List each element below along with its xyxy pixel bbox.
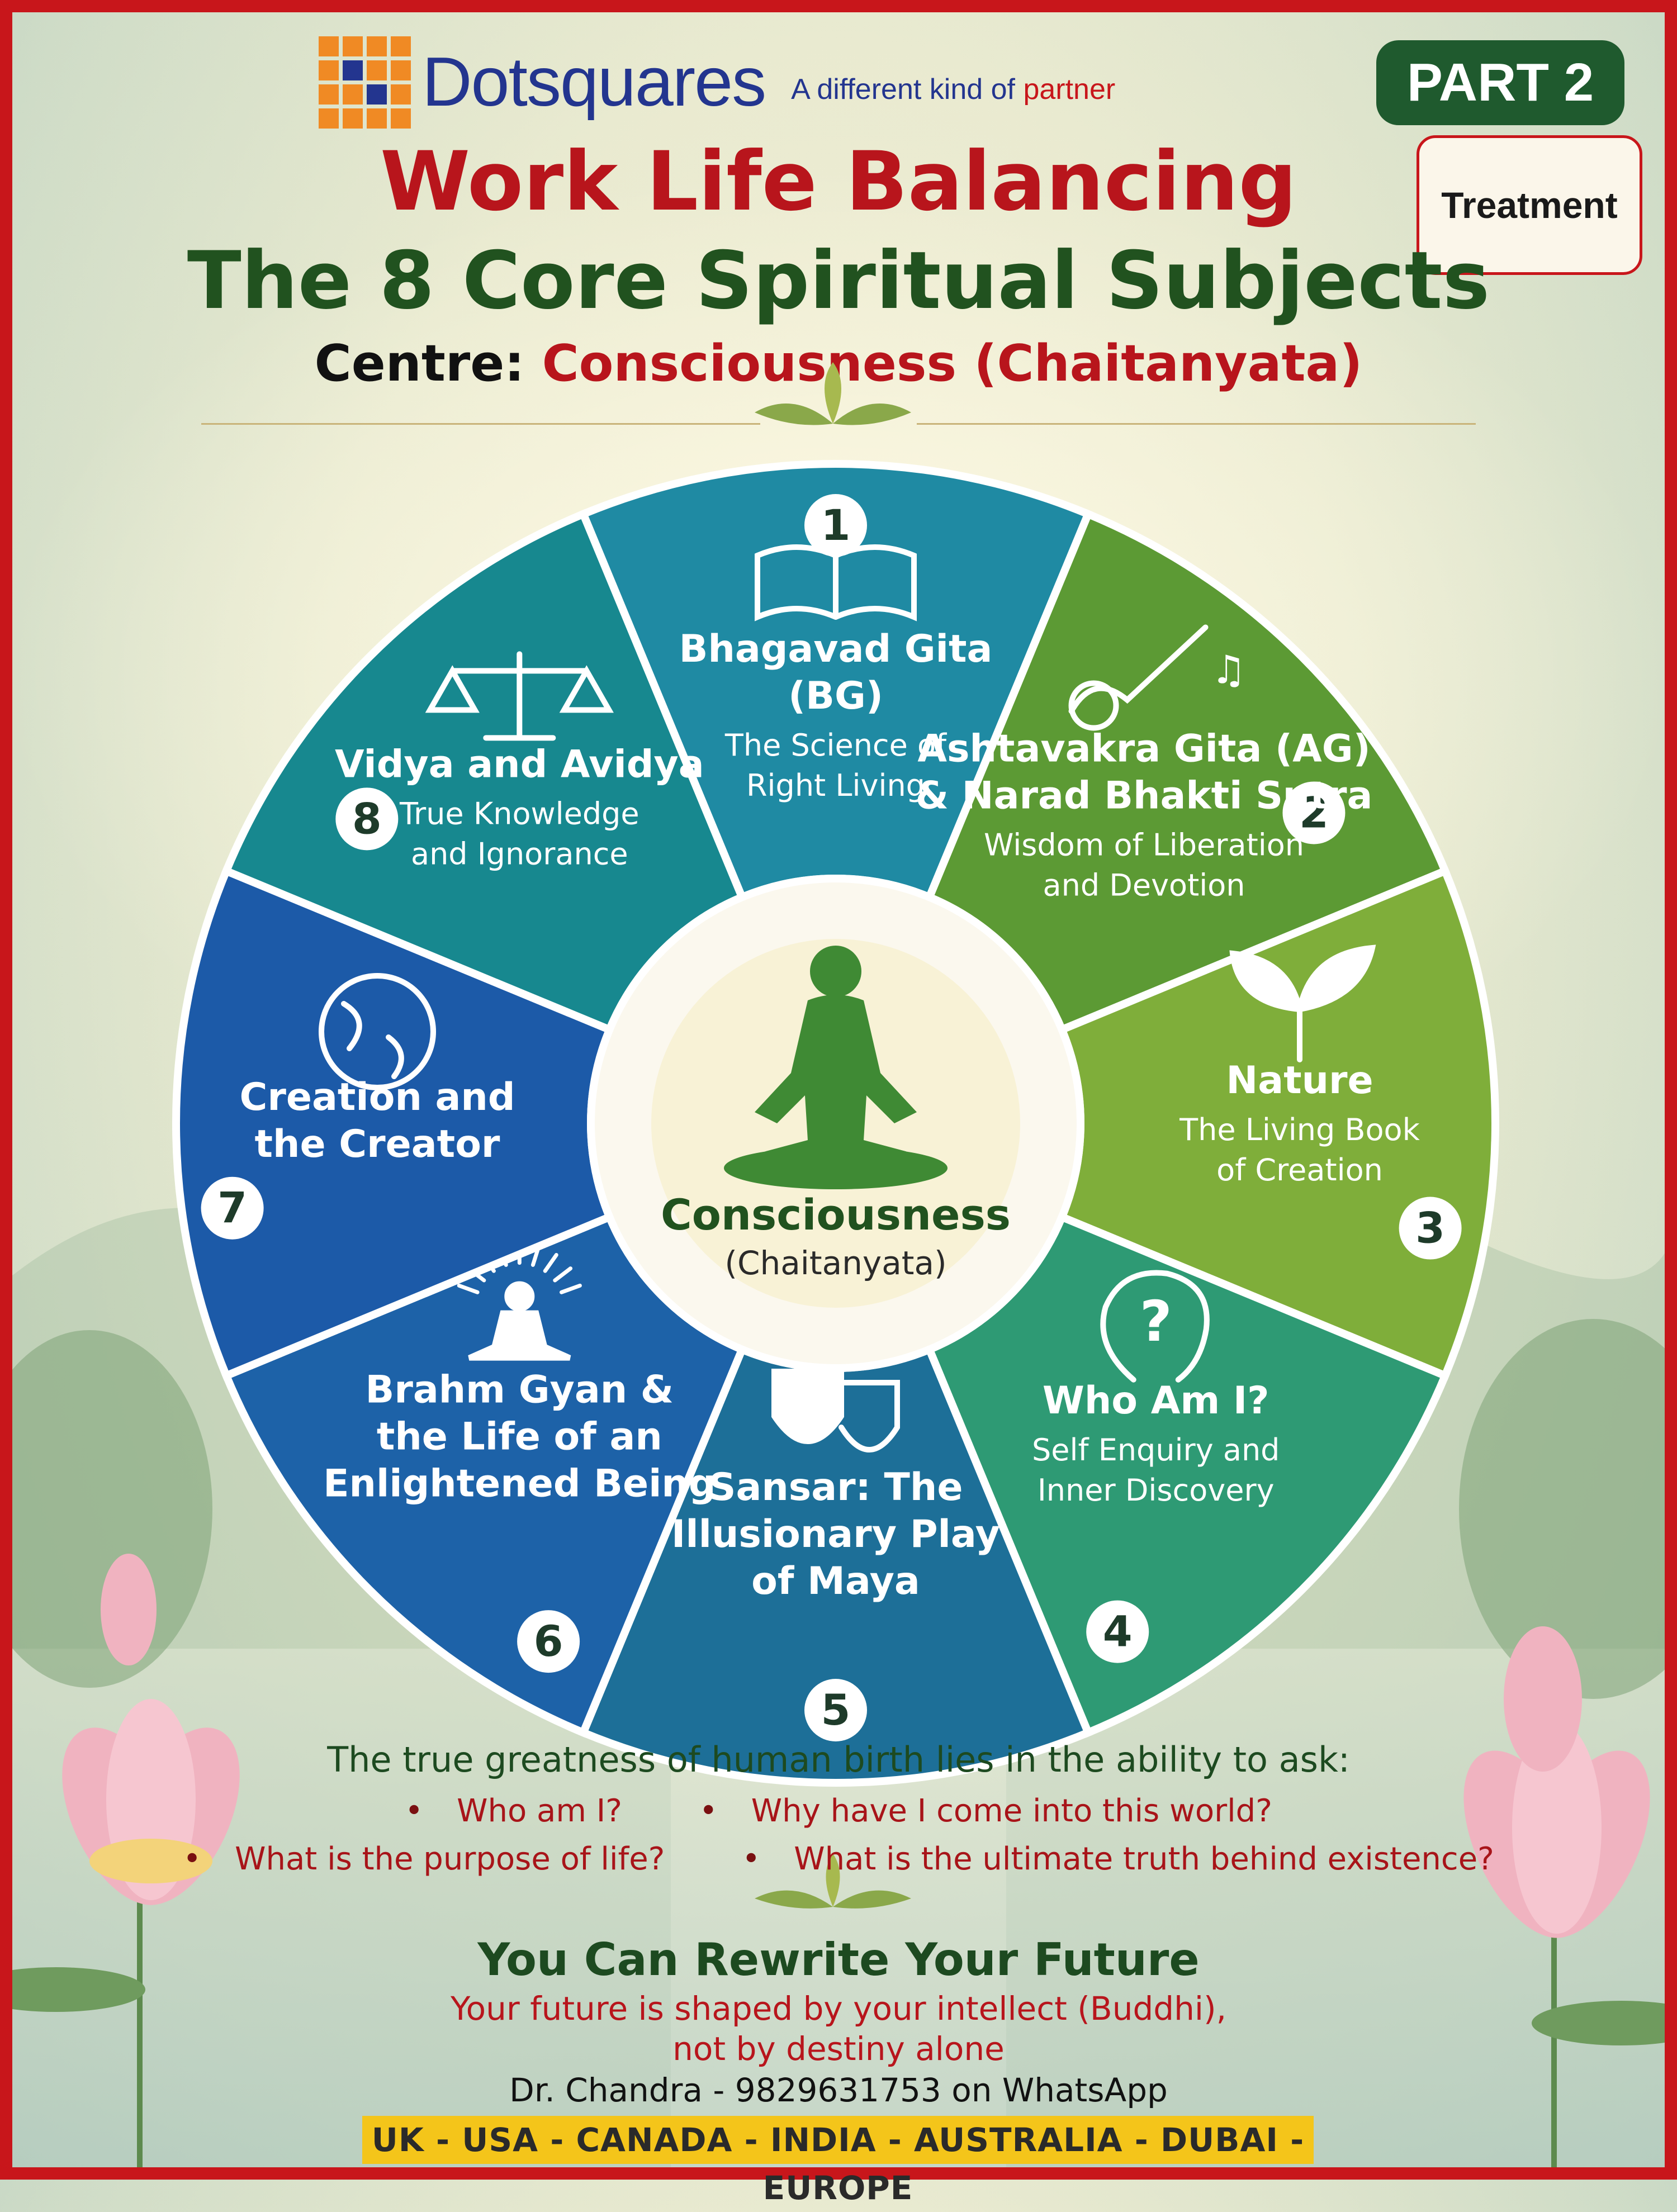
future-line-2: not by destiny alone [672,2030,1005,2068]
theatre-masks-icon [771,1369,900,1452]
countries-banner: UK - USA - CANADA - INDIA - AUSTRALIA - … [362,2116,1314,2207]
segment-desc-line: Wisdom of Liberation [984,827,1304,862]
segment-number-badge [335,787,399,851]
segment-title-line: the Life of an [377,1415,662,1459]
question-item: •Why have I come into this world? [699,1793,1272,1829]
segment-number-badge [201,1176,264,1240]
veena-music-icon: ♫ [1068,624,1247,731]
svg-text:?: ? [1140,1289,1172,1354]
segment-title-line: Nature [1226,1058,1373,1103]
contact-line: Dr. Chandra - 9829631753 on WhatsApp [509,2071,1168,2109]
centre-value: Consciousness (Chaitanyata) [542,334,1363,393]
segment-number-badge [1086,1600,1149,1663]
balance-scale-icon [425,651,614,741]
center-title: Consciousness [661,1190,1011,1240]
questions-row-2: •What is the purpose of life? •What is t… [0,1841,1677,1877]
segment-title-line: Bhagavad Gita [679,627,993,671]
sprout-icon [1229,944,1376,1062]
segment-number-badge [804,1679,867,1741]
segment-title-line: of Maya [751,1559,920,1603]
segment-desc-line: True Knowledge [399,796,639,831]
segment-number: 3 [1415,1203,1445,1253]
segment-number-badge [804,494,867,557]
segment-title-line: Vidya and Avidya [335,742,704,786]
segment-title-line: Enlightened Being [323,1462,716,1506]
questions-intro: The true greatness of human birth lies i… [327,1739,1350,1780]
segment-desc-line: Right Living [746,768,925,803]
segment-desc-line: The Living Book [1179,1112,1420,1147]
tagline-main: A different kind of [791,73,1015,106]
segment-desc-line: Self Enquiry and [1032,1432,1280,1468]
svg-text:♫: ♫ [1211,647,1247,692]
segment-number: 4 [1103,1607,1133,1656]
segment-number: 2 [1299,787,1329,837]
segment-title-line: Who Am I? [1043,1379,1269,1423]
center-hub: Consciousness (Chaitanyata) [587,875,1084,1372]
header-divider-right [917,423,1476,425]
segment-desc-line: and Devotion [1043,867,1245,903]
question-item: •Who am I? [405,1793,622,1829]
segment-desc-line: of Creation [1216,1152,1383,1188]
head-question-icon: ? [1100,1270,1210,1383]
segment-number-badge [1399,1197,1462,1260]
segment-desc-line: and Ignorance [411,836,628,871]
treatment-badge: Treatment [1417,135,1642,275]
question-item: •What is the ultimate truth behind exist… [742,1841,1494,1877]
question-item: •What is the purpose of life? [183,1841,665,1877]
segment-title-line: & Narad Bhakti Sutra [916,773,1373,818]
segment-desc-line: Inner Discovery [1038,1473,1275,1508]
future-heading: You Can Rewrite Your Future [477,1934,1200,1986]
page-subtitle: The 8 Core Spiritual Subjects [187,235,1490,327]
segment-number: 1 [821,500,851,550]
part-badge: PART 2 [1376,40,1624,125]
segment-title-line: Creation and [239,1075,515,1119]
brand-name: Dotsquares [422,44,766,121]
lotus-left-icon [0,1554,240,2180]
segment-title-line: Ashtavakra Gita (AG) [917,727,1370,771]
segment-number: 7 [217,1183,247,1233]
center-subtitle: (Chaitanyata) [724,1244,946,1282]
header-divider-left [201,423,760,425]
segment-title-line: Brahm Gyan & [366,1368,674,1412]
segment-number: 6 [534,1616,563,1666]
segment-number-badge [517,1610,580,1673]
globe-icon [319,973,436,1090]
segment-number-badge [1282,781,1346,844]
future-line-1: Your future is shaped by your intellect … [450,1990,1227,2028]
segment-title-line: (BG) [788,674,883,718]
questions-row-1: •Who am I? •Why have I come into this wo… [0,1793,1677,1829]
segment-desc-line: The Science of [724,728,948,763]
brand-logo-row: Dotsquares A different kind of partner [319,36,1115,129]
segment-title-line: Illusionary Play [671,1512,1000,1556]
centre-label: Centre: [314,334,525,393]
segment-number: 8 [352,794,382,843]
tagline-accent: partner [1023,73,1116,106]
meditating-person-icon [724,946,948,1189]
open-book-icon [755,544,917,621]
page-title: Work Life Balancing [380,134,1297,229]
segment-title-line: the Creator [255,1122,500,1166]
segment-number: 5 [821,1685,851,1735]
dotsquares-logo-icon [319,36,411,129]
centre-line: Centre: Consciousness (Chaitanyata) [0,334,1677,393]
brand-tagline: A different kind of partner [791,73,1115,106]
lotus-right-icon [1463,1626,1677,2180]
segment-title-line: Sansar: The [709,1465,963,1510]
